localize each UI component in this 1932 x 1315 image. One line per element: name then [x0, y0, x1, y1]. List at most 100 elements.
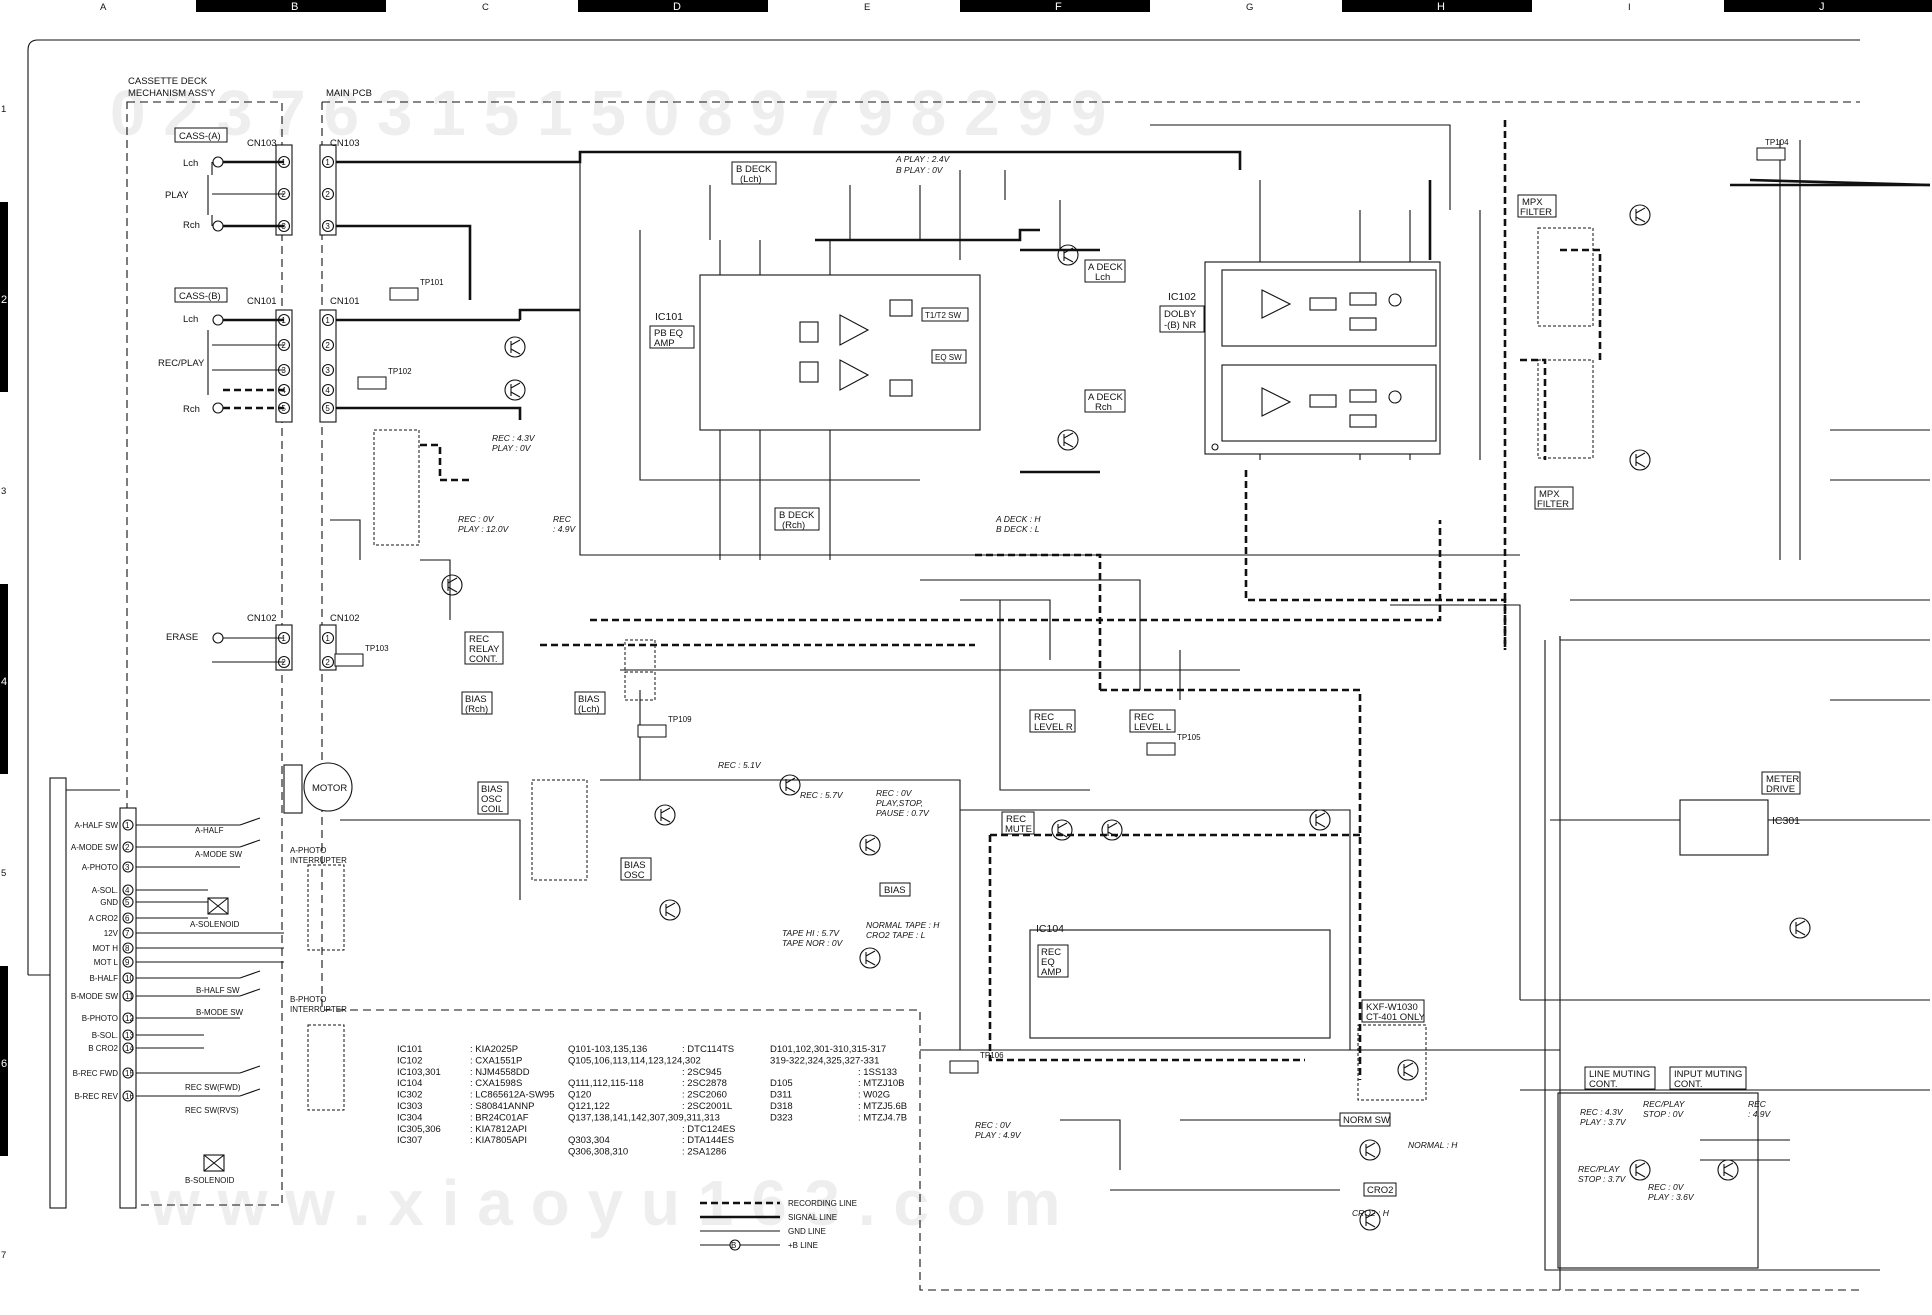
- note-rec57: REC : 5.7V: [800, 790, 844, 800]
- play-label: PLAY: [165, 190, 189, 201]
- note-normal-tape: NORMAL TAPE : H: [866, 920, 940, 930]
- mech-label: REC SW(RVS): [185, 1106, 239, 1115]
- parts-designator: Q105,106,113,114,123,124,302: [568, 1055, 701, 1066]
- grid-col-F: F: [1055, 1, 1062, 13]
- note-a-deck-h: A DECK : H: [995, 514, 1041, 524]
- b-deck-lch-2: (Lch): [740, 174, 762, 185]
- cn103-a: CN103: [247, 138, 277, 149]
- transistor-icon-leads: [1057, 822, 1068, 838]
- ic104-block: IC104 REC EQ AMP: [1029, 923, 1331, 1039]
- connector-pin-number: 4: [325, 386, 330, 395]
- parts-value: : 1SS133: [858, 1067, 897, 1078]
- note-cro2-h: CRO2 : H: [1352, 1208, 1390, 1218]
- cn101-b: CN101: [330, 296, 360, 307]
- mech-label: REC SW(FWD): [185, 1083, 241, 1092]
- transistor-icon: [1397, 1059, 1419, 1081]
- mech-label: INTERRUPTER: [290, 1005, 347, 1014]
- mech-pin-number: 13: [125, 1031, 134, 1040]
- transistor-icon-leads: [510, 382, 521, 398]
- parts-value: : LC865612A-SW95: [470, 1090, 555, 1101]
- bias-rch-2: (Rch): [465, 704, 488, 715]
- parts-value: : BR24C01AF: [470, 1112, 529, 1123]
- rec-level-r-2: LEVEL R: [1034, 722, 1073, 733]
- transistor-icon-leads: [865, 950, 876, 966]
- parts-value: : DTA144ES: [682, 1135, 734, 1146]
- mech-pin: [122, 1042, 134, 1054]
- mech-pin-number: 14: [125, 1044, 134, 1053]
- b-deck-rch-2: (Rch): [782, 520, 805, 531]
- transistor-icon: [1789, 917, 1811, 939]
- b-solenoid-icon: [203, 1154, 225, 1172]
- cn102-b: CN102: [330, 613, 360, 624]
- mech-pin-label: 12V: [104, 929, 119, 938]
- main-pcb-title: MAIN PCB: [326, 88, 372, 99]
- b-photo-icon: [307, 1024, 345, 1111]
- parts-value: : W02G: [858, 1090, 890, 1101]
- cass-b-label: CASS-(B): [179, 291, 221, 302]
- rch-b: Rch: [183, 404, 200, 415]
- mech-pin-number: 11: [125, 992, 134, 1001]
- transistor-icon: [1057, 429, 1079, 451]
- mech-label: B-HALF SW: [196, 986, 240, 995]
- mech-pin-label: MOT H: [92, 944, 118, 953]
- mech-pin-number: 5: [125, 898, 130, 907]
- transistor-icon: [859, 947, 881, 969]
- cn101-a: CN101: [247, 296, 277, 307]
- parts-value: : DTC114TS: [682, 1044, 734, 1055]
- transistor-icon-leads: [1315, 812, 1326, 828]
- connector-pin-number: 1: [325, 158, 330, 167]
- connector-pin-number: 5: [325, 404, 330, 413]
- rec-level-l-1: REC: [1134, 712, 1154, 723]
- parts-designator: IC305,306: [397, 1124, 441, 1135]
- connector-pin: [321, 401, 335, 415]
- test-point-label: TP101: [420, 278, 444, 287]
- watermark-url: w w w . x i a o y u 1 6 3 . c o m: [149, 1167, 1061, 1239]
- note-b-play: B PLAY : 0V: [896, 165, 944, 175]
- mech-pin-number: 8: [125, 944, 130, 953]
- bias-rch-1: BIAS: [465, 694, 487, 705]
- note-rec0: REC : 0V: [458, 514, 495, 524]
- rec-mute-2: MUTE: [1005, 824, 1032, 835]
- mech-label: A-MODE SW: [195, 850, 243, 859]
- test-point-label: TP105: [1177, 733, 1201, 742]
- parts-value: : MTZJ4.7B: [858, 1112, 907, 1123]
- mech-pin-label: A CRO2: [89, 914, 119, 923]
- transistor-icon: [659, 899, 681, 921]
- mech-pin: [122, 841, 134, 853]
- parts-value: : KIA2025P: [470, 1044, 518, 1055]
- mech-pin-number: 7: [125, 929, 130, 938]
- cn102-a: CN102: [247, 613, 277, 624]
- mech-pin-label: B-MODE SW: [71, 992, 119, 1001]
- transistor-icon: [1629, 1159, 1651, 1181]
- rec-level-r-1: REC: [1034, 712, 1054, 723]
- mech-pin: [122, 1012, 134, 1024]
- line-legend: B RECORDING LINE SIGNAL LINE GND LINE +B…: [700, 1199, 857, 1251]
- mech-label: A-HALF: [195, 826, 224, 835]
- parts-designator: IC104: [397, 1078, 422, 1089]
- connector-pin-number: 3: [325, 222, 330, 231]
- note-cro2-tape: CRO2 TAPE : L: [866, 930, 926, 940]
- test-point-label: TP104: [1765, 138, 1789, 147]
- rch-a: Rch: [183, 220, 200, 231]
- note-pause: PAUSE : 0.7V: [876, 808, 930, 818]
- a-deck-rch-1: A DECK: [1088, 392, 1124, 403]
- rec-relay-1: REC: [469, 634, 489, 645]
- parts-value: : 2SC2001L: [682, 1101, 732, 1112]
- note-rec43: REC : 4.3V: [492, 433, 536, 443]
- mech-pin: [122, 942, 134, 954]
- test-point-box: [389, 287, 419, 301]
- connector-pin: [321, 219, 335, 233]
- bias-label: BIAS: [884, 885, 906, 896]
- mech-pin-label: A-PHOTO: [82, 863, 118, 872]
- mech-pin-number: 15: [125, 1069, 134, 1078]
- note-recplay2: REC/PLAY: [1578, 1164, 1621, 1174]
- transistor-icon: [1309, 809, 1331, 831]
- mech-pin-label: B-REC REV: [74, 1092, 118, 1101]
- erase-label: ERASE: [166, 632, 198, 643]
- mech-pin-number: 4: [125, 886, 130, 895]
- mech-pin-number: 10: [125, 974, 134, 983]
- mech-pin-label: MOT L: [94, 958, 119, 967]
- mech-label: INTERRUPTER: [290, 856, 347, 865]
